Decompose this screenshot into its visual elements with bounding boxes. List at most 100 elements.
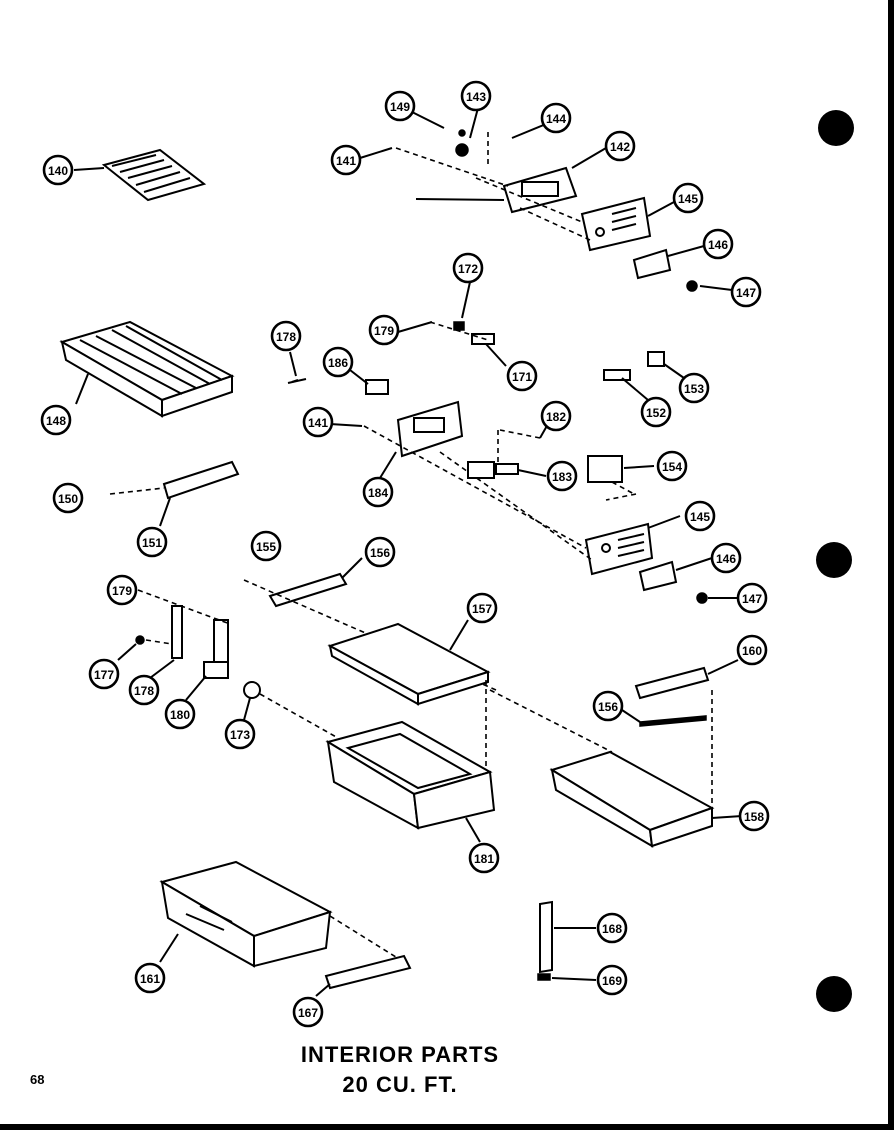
callout-circle	[546, 460, 578, 492]
callout-number: 147	[736, 286, 756, 300]
callout-number: 148	[46, 414, 66, 428]
callout-number: 146	[708, 238, 728, 252]
callout-181: 181	[468, 842, 500, 874]
callout-number: 153	[684, 382, 704, 396]
door-stop-parts	[537, 900, 553, 981]
callout-circle	[506, 360, 538, 392]
callout-number: 172	[458, 262, 478, 276]
callout-circle	[460, 80, 492, 112]
callout-146: 146	[710, 542, 742, 574]
callout-circle	[136, 526, 168, 558]
callout-141: 141	[330, 144, 362, 176]
callout-circle	[640, 396, 672, 428]
title-line-2: 20 CU. FT.	[342, 1072, 458, 1097]
callout-circle	[106, 574, 138, 606]
callout-number: 168	[602, 922, 622, 936]
callout-179: 179	[106, 574, 138, 606]
callout-157: 157	[466, 592, 498, 624]
callout-circle	[738, 800, 770, 832]
callout-number: 160	[742, 644, 762, 658]
callout-number: 161	[140, 972, 160, 986]
callout-144: 144	[540, 102, 572, 134]
callout-number: 173	[230, 728, 250, 742]
callout-number: 147	[742, 592, 762, 606]
callout-number: 184	[368, 486, 388, 500]
callout-number: 142	[610, 140, 630, 154]
binder-hole-top	[818, 110, 854, 146]
callout-circle	[736, 582, 768, 614]
callout-number: 150	[58, 492, 78, 506]
callout-146: 146	[702, 228, 734, 260]
callout-number: 179	[374, 324, 394, 338]
callout-149: 149	[384, 90, 416, 122]
callout-circle	[604, 130, 636, 162]
callout-158: 158	[738, 800, 770, 832]
callout-number: 141	[308, 416, 328, 430]
callout-177: 177	[88, 658, 120, 690]
callout-circle	[468, 842, 500, 874]
callout-number: 186	[328, 356, 348, 370]
callout-circle	[250, 530, 282, 562]
callout-number: 140	[48, 164, 68, 178]
leader-lines	[75, 107, 743, 997]
callout-147: 147	[730, 276, 762, 308]
callout-circle	[362, 476, 394, 508]
callout-145: 145	[684, 500, 716, 532]
callout-184: 184	[362, 476, 394, 508]
callout-148: 148	[40, 404, 72, 436]
callout-number: 146	[716, 552, 736, 566]
callout-152: 152	[640, 396, 672, 428]
callout-number: 169	[602, 974, 622, 988]
crisper-drawer-part	[325, 680, 496, 830]
meat-pan-part	[489, 689, 715, 848]
callout-number: 158	[744, 810, 764, 824]
callout-circle	[164, 698, 196, 730]
callout-154: 154	[656, 450, 688, 482]
callout-172: 172	[452, 252, 484, 284]
middle-control-housing-part	[287, 321, 708, 604]
callout-circle	[730, 276, 762, 308]
right-rails-parts	[634, 666, 710, 727]
callout-number: 181	[474, 852, 494, 866]
callout-circle	[540, 400, 572, 432]
upper-control-housing-part	[395, 129, 698, 292]
callout-circle	[596, 912, 628, 944]
callout-150: 150	[52, 482, 84, 514]
callout-168: 168	[596, 912, 628, 944]
callout-167: 167	[292, 996, 324, 1028]
wire-shelf-part	[59, 320, 235, 418]
callout-number: 179	[112, 584, 132, 598]
callout-circle	[224, 718, 256, 750]
callout-circle	[710, 542, 742, 574]
shelf-rail-part	[109, 460, 240, 500]
callout-186: 186	[322, 346, 354, 378]
callout-circle	[736, 634, 768, 666]
callout-number: 180	[170, 708, 190, 722]
callout-171: 171	[506, 360, 538, 392]
callout-169: 169	[596, 964, 628, 996]
callout-circle	[678, 372, 710, 404]
callout-circle	[40, 404, 72, 436]
callout-circle	[368, 314, 400, 346]
callout-number: 141	[336, 154, 356, 168]
callout-156: 156	[592, 690, 624, 722]
callout-circle	[702, 228, 734, 260]
callout-circle	[592, 690, 624, 722]
drawer-bracket-parts	[135, 589, 339, 739]
callout-circle	[52, 482, 84, 514]
callout-160: 160	[736, 634, 768, 666]
title-line-1: INTERIOR PARTS	[300, 1042, 500, 1067]
callout-178: 178	[270, 320, 302, 352]
callout-number: 183	[552, 470, 572, 484]
callout-145: 145	[672, 182, 704, 214]
callout-circle	[452, 252, 484, 284]
callout-182: 182	[540, 400, 572, 432]
callout-circle	[684, 500, 716, 532]
callout-178: 178	[128, 674, 160, 706]
callout-number: 143	[466, 90, 486, 104]
binder-hole-bottom	[816, 976, 852, 1012]
callout-156: 156	[364, 536, 396, 568]
callout-142: 142	[604, 130, 636, 162]
